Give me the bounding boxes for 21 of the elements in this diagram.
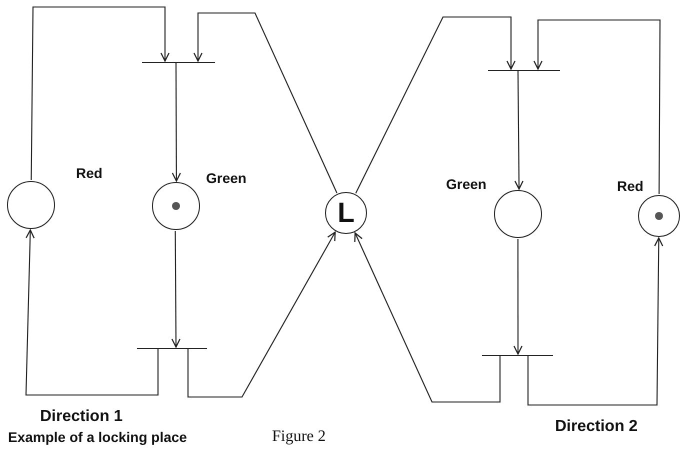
arc-arrow (171, 230, 181, 348)
arc-arrow (172, 63, 181, 182)
arc-arrow (25, 229, 159, 396)
place-label: Red (76, 165, 102, 181)
note-text: Direction 2 (555, 418, 638, 436)
place-circle: L (325, 192, 367, 234)
arc-arrow (513, 239, 523, 355)
arc-arrow (193, 12, 338, 194)
arc-arrow (355, 16, 516, 194)
arc-arrow (527, 237, 664, 406)
note-text: Direction 1 (40, 408, 123, 426)
arc-arrow (187, 232, 336, 398)
arc-arrow (533, 19, 661, 194)
arc-arrow (354, 232, 501, 403)
place-label: Red (617, 178, 644, 194)
place-label: Green (206, 170, 246, 186)
arc-arrow (514, 71, 524, 190)
place-label: Green (446, 176, 486, 192)
note-text: Example of a locking place (8, 429, 187, 445)
figure-caption: Figure 2 (272, 428, 326, 446)
arc-arrow (30, 6, 170, 180)
